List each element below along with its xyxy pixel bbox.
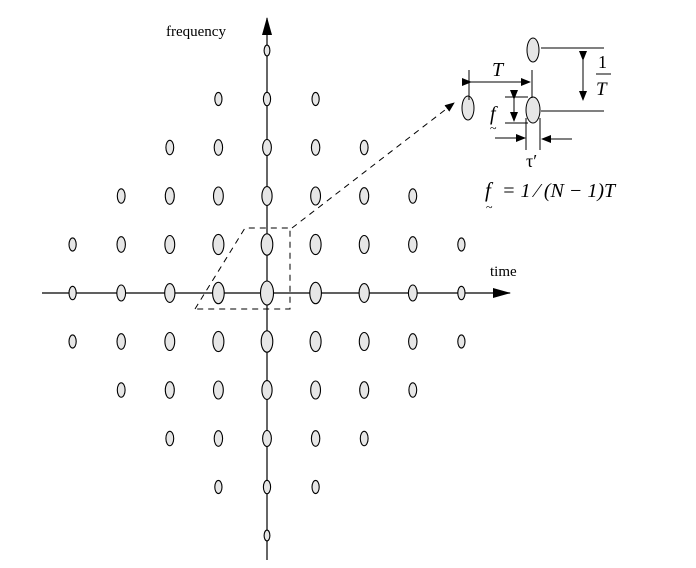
inv-T-numerator: 1 [598, 52, 607, 72]
lattice-point [214, 479, 223, 495]
f-tilde: ~ [490, 121, 497, 135]
lattice-point [164, 283, 176, 303]
lattice-point [68, 334, 77, 349]
lattice-point [116, 333, 126, 350]
lattice-point [408, 382, 418, 398]
lattice-point [116, 284, 127, 302]
lattice-point [408, 236, 418, 253]
lattice-point [261, 380, 273, 400]
lattice-point [309, 233, 322, 256]
inset-point-top [526, 37, 540, 63]
lattice-point [260, 330, 274, 353]
lattice-point [164, 234, 176, 255]
lattice-point [311, 91, 320, 107]
lattice-point [212, 380, 224, 400]
inset-point-left [461, 95, 475, 121]
lattice-point [116, 382, 126, 398]
lattice-point [309, 281, 322, 305]
lattice-point [457, 237, 466, 252]
lattice-point [262, 138, 272, 157]
lattice-point [263, 44, 271, 57]
zoom-arrow [291, 102, 455, 229]
lattice-point [358, 283, 370, 303]
lattice-point [165, 430, 175, 447]
inset-detail [461, 37, 611, 150]
lattice-point [309, 330, 322, 353]
lattice-point [408, 333, 418, 350]
lattice-point [165, 139, 175, 156]
lattice-point [259, 280, 275, 306]
lattice-point [212, 186, 224, 206]
lattice-point [212, 233, 225, 256]
lattice-point [68, 285, 77, 301]
lattice-point [212, 281, 225, 305]
lattice-points [68, 44, 466, 542]
lattice-point [310, 186, 322, 206]
lattice-point [212, 330, 225, 353]
inset-point-center [525, 96, 541, 124]
formula-lhs: f [485, 178, 494, 202]
lattice-point [261, 186, 273, 206]
lattice-point [164, 381, 175, 399]
lattice-point [311, 479, 320, 495]
lattice-point [164, 187, 175, 205]
lattice-point [310, 430, 321, 447]
lattice-point [457, 285, 466, 301]
lattice-point [262, 429, 272, 448]
lattice-point [260, 233, 274, 256]
lattice-point [213, 430, 224, 447]
lattice-point [310, 139, 321, 156]
lattice-point [263, 529, 271, 542]
lattice-point [359, 430, 369, 447]
lattice-point [358, 331, 370, 352]
lattice-point [457, 334, 466, 349]
lattice-point [214, 91, 223, 107]
f-label: f [490, 103, 498, 125]
formula-rhs: = 1 ⁄ (N − 1)T [502, 180, 617, 202]
T-label: T [492, 59, 505, 81]
lattice-point [359, 187, 370, 205]
lattice-point [116, 236, 126, 253]
lattice-point [68, 237, 77, 252]
lattice-point [359, 139, 369, 156]
lattice-point [408, 188, 418, 204]
lattice-point [262, 479, 272, 495]
lattice-point [310, 380, 322, 400]
lattice-point [359, 381, 370, 399]
time-axis-label: time [490, 264, 517, 280]
selected-region-outline [194, 227, 291, 310]
inv-T-denominator: T [596, 79, 608, 100]
formula-tilde: ~ [486, 200, 493, 214]
lattice-point [358, 234, 370, 255]
lattice-point [164, 331, 176, 352]
tau-prime-label: τ′ [526, 151, 537, 171]
frequency-axis-label: frequency [166, 24, 226, 40]
lattice-point [116, 188, 126, 204]
lattice-point [407, 284, 418, 302]
lattice-point [262, 91, 272, 107]
lattice-point [213, 139, 224, 156]
